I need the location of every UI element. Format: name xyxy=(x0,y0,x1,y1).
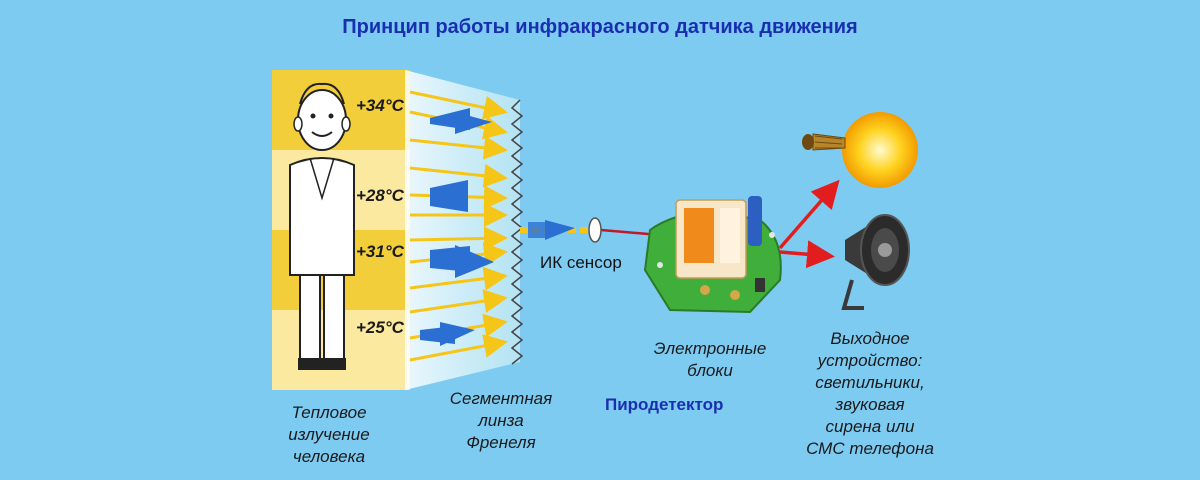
caption-line: Электронные xyxy=(653,339,767,358)
caption-line: сирена или xyxy=(825,417,915,436)
caption-line: звуковая xyxy=(835,395,905,414)
ir-sensor-icon xyxy=(520,217,661,243)
light-bulb-icon xyxy=(802,112,918,188)
caption-line: устройство: xyxy=(817,351,923,370)
caption-line: линза xyxy=(478,411,524,430)
caption-line: Тепловое xyxy=(291,403,367,422)
caption-line: светильники, xyxy=(815,373,925,392)
caption-line: Выходное xyxy=(830,329,910,348)
output-arrows xyxy=(778,179,840,269)
pyrodetector-label: Пиродетектор xyxy=(605,395,724,414)
temperature-label: +28°C xyxy=(356,186,404,205)
temperature-label: +31°C xyxy=(356,242,404,261)
caption-line: Сегментная xyxy=(449,389,553,408)
person-icon xyxy=(289,82,355,370)
electronic-blocks-caption: Электронные блоки xyxy=(640,338,780,382)
page-title: Принцип работы инфракрасного датчика дви… xyxy=(342,16,858,38)
fresnel-lens-icon xyxy=(510,99,524,365)
caption-line: блоки xyxy=(687,361,733,380)
temperature-label: +34°C xyxy=(356,96,404,115)
caption-line: Френеля xyxy=(466,433,536,452)
caption-line: излучение xyxy=(288,425,370,444)
siren-icon xyxy=(841,214,910,310)
circuit-board-icon xyxy=(643,196,782,314)
caption-line: человека xyxy=(292,447,366,466)
temperature-label: +25°C xyxy=(356,318,404,337)
output-device-caption: Выходное устройство: светильники, звуков… xyxy=(790,328,950,460)
caption-line: СМС телефона xyxy=(806,439,934,458)
heat-radiation-caption: Тепловое излучение человека xyxy=(264,402,394,468)
ir-sensor-label: ИК сенсор xyxy=(540,253,622,272)
fresnel-lens-caption: Сегментная линза Френеля xyxy=(436,388,566,454)
lens-segments-projection xyxy=(420,108,494,346)
